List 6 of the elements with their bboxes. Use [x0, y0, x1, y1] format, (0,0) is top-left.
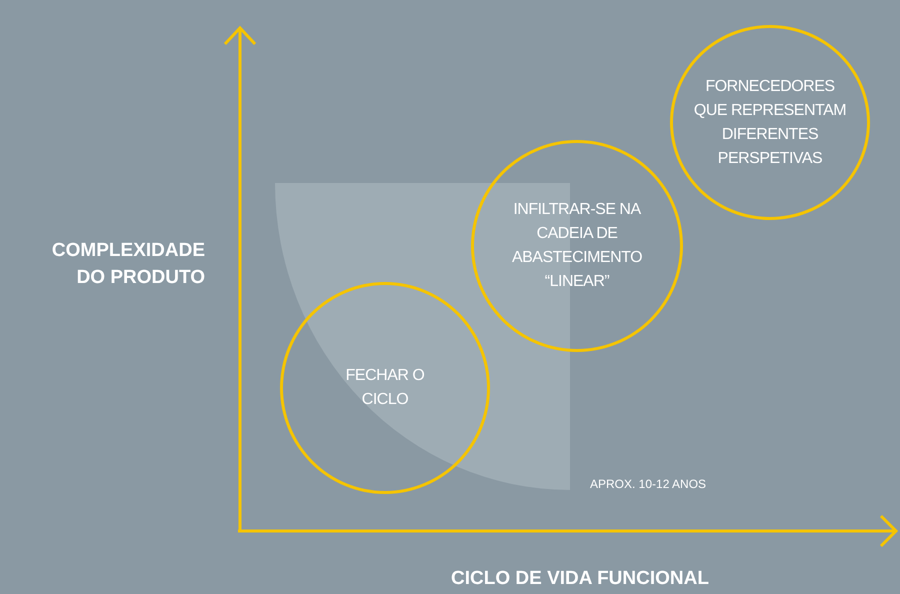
circle-node: FECHAR O CICLO: [280, 282, 490, 494]
circle-node: FORNECEDORES QUE REPRESENTAM DIFERENTES PERSPETIVAS: [670, 25, 870, 220]
circle-node: INFILTRAR-SE NA CADEIA DE ABASTECIMENTO “LINEAR”: [471, 140, 683, 352]
axis-title: COMPLEXIDADE DO PRODUTO: [50, 239, 205, 290]
axis-title: CICLO DE VIDA FUNCIONAL: [450, 567, 710, 591]
note-text: APROX. 10-12 ANOS: [590, 476, 708, 493]
